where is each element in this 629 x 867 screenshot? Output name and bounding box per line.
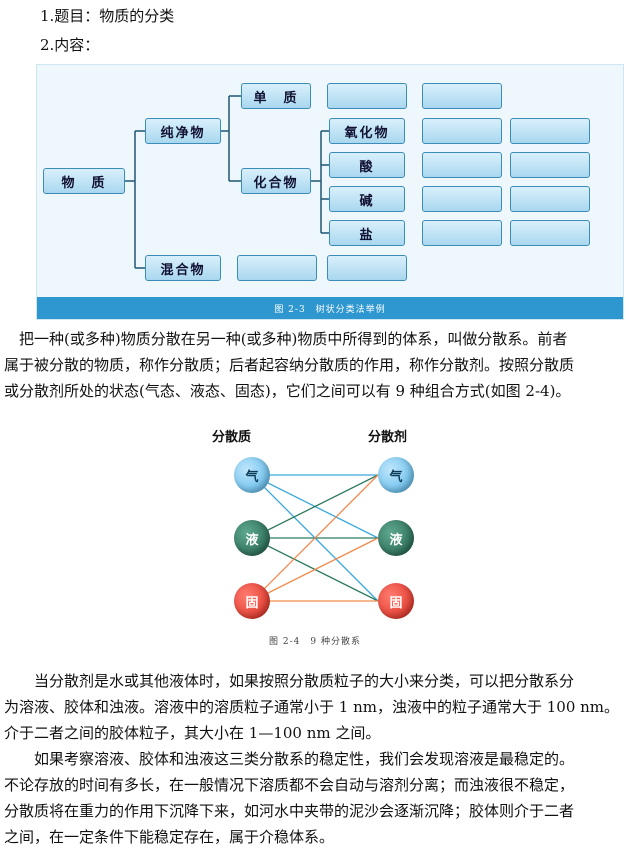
figure24-caption: 图 2-4 9 种分散系	[269, 637, 361, 647]
empty-box	[422, 186, 502, 212]
gas-circle-right: 气	[378, 457, 414, 493]
text-line: 分散质将在重力的作用下沉降下来，如河水中夹带的泥沙会逐渐沉降；胶体则介于二者	[4, 802, 575, 820]
text-line: 为溶液、胶体和浊液。溶液中的溶质粒子通常小于 1 nm，浊液中的粒子通常大于 1…	[4, 698, 620, 716]
node-mixture: 混合物	[145, 255, 221, 281]
paragraph-colloids: 当分散剂是水或其他液体时，如果按照分散质粒子的大小来分类，可以把分散系分 为溶液…	[4, 668, 629, 850]
node-acid: 酸	[329, 152, 405, 178]
tree-connector-lines	[125, 95, 329, 269]
text-line: 或分散剂所处的状态(气态、液态、固态)，它们之间可以有 9 种组合方式(如图 2…	[4, 382, 571, 400]
empty-box	[237, 255, 317, 281]
empty-box	[510, 152, 590, 178]
tree-classification-figure: 物 质 纯净物 混合物 单 质 化合物 氧化物 酸 碱 盐 图 2-3 树状分类…	[36, 64, 624, 320]
empty-box	[510, 220, 590, 246]
figure-caption-band	[37, 297, 623, 319]
combination-lines	[251, 474, 379, 602]
empty-box	[422, 152, 502, 178]
empty-box	[422, 83, 502, 109]
dispersion-combinations-figure: 分散质 分散剂 气 液 固 气 液 固 图 2-4 9 种分散系	[210, 420, 420, 650]
text-line: 介于二者之间的胶体粒子，其大小在 1—100 nm 之间。	[4, 724, 381, 742]
node-oxide: 氧化物	[329, 118, 405, 144]
liquid-circle-left: 液	[234, 520, 270, 556]
node-salt: 盐	[329, 220, 405, 246]
text-line: 把一种(或多种)物质分散在另一种(或多种)物质中所得到的体系，叫做分散系。前者	[4, 330, 568, 348]
node-base: 碱	[329, 186, 405, 212]
dispersion-medium-title: 分散剂	[368, 430, 408, 445]
text-line: 属于被分散的物质，称作分散质；后者起容纳分散质的作用，称作分散剂。按照分散质	[4, 356, 575, 374]
empty-box	[327, 83, 407, 109]
text-line: 不论存放的时间有多长，在一般情况下溶质都不会自动与溶剂分离；而浊液很不稳定，	[4, 776, 575, 794]
empty-box	[422, 220, 502, 246]
node-matter: 物 质	[43, 168, 125, 194]
text-line: 如果考察溶液、胶体和浊液这三类分散系的稳定性，我们会发现溶液是最稳定的。	[4, 750, 575, 768]
empty-box	[327, 255, 407, 281]
node-compound: 化合物	[241, 168, 311, 194]
empty-box	[510, 118, 590, 144]
figure23-caption: 图 2-3 树状分类法举例	[274, 305, 386, 315]
text-line: 之间，在一定条件下能稳定存在，属于介稳体系。	[4, 828, 335, 846]
liquid-circle-right: 液	[378, 520, 414, 556]
empty-box	[422, 118, 502, 144]
dispersed-phase-title: 分散质	[212, 430, 252, 445]
title-heading: 1.题目：物质的分类	[40, 7, 175, 25]
node-pure-substance: 纯净物	[145, 118, 221, 144]
content-heading: 2.内容：	[40, 36, 100, 54]
gas-circle-left: 气	[234, 457, 270, 493]
empty-box	[510, 186, 590, 212]
node-element: 单 质	[241, 83, 311, 109]
solid-circle-left: 固	[234, 583, 270, 619]
paragraph-dispersion-system: 把一种(或多种)物质分散在另一种(或多种)物质中所得到的体系，叫做分散系。前者 …	[4, 326, 629, 404]
text-line: 当分散剂是水或其他液体时，如果按照分散质粒子的大小来分类，可以把分散系分	[4, 672, 575, 690]
solid-circle-right: 固	[378, 583, 414, 619]
